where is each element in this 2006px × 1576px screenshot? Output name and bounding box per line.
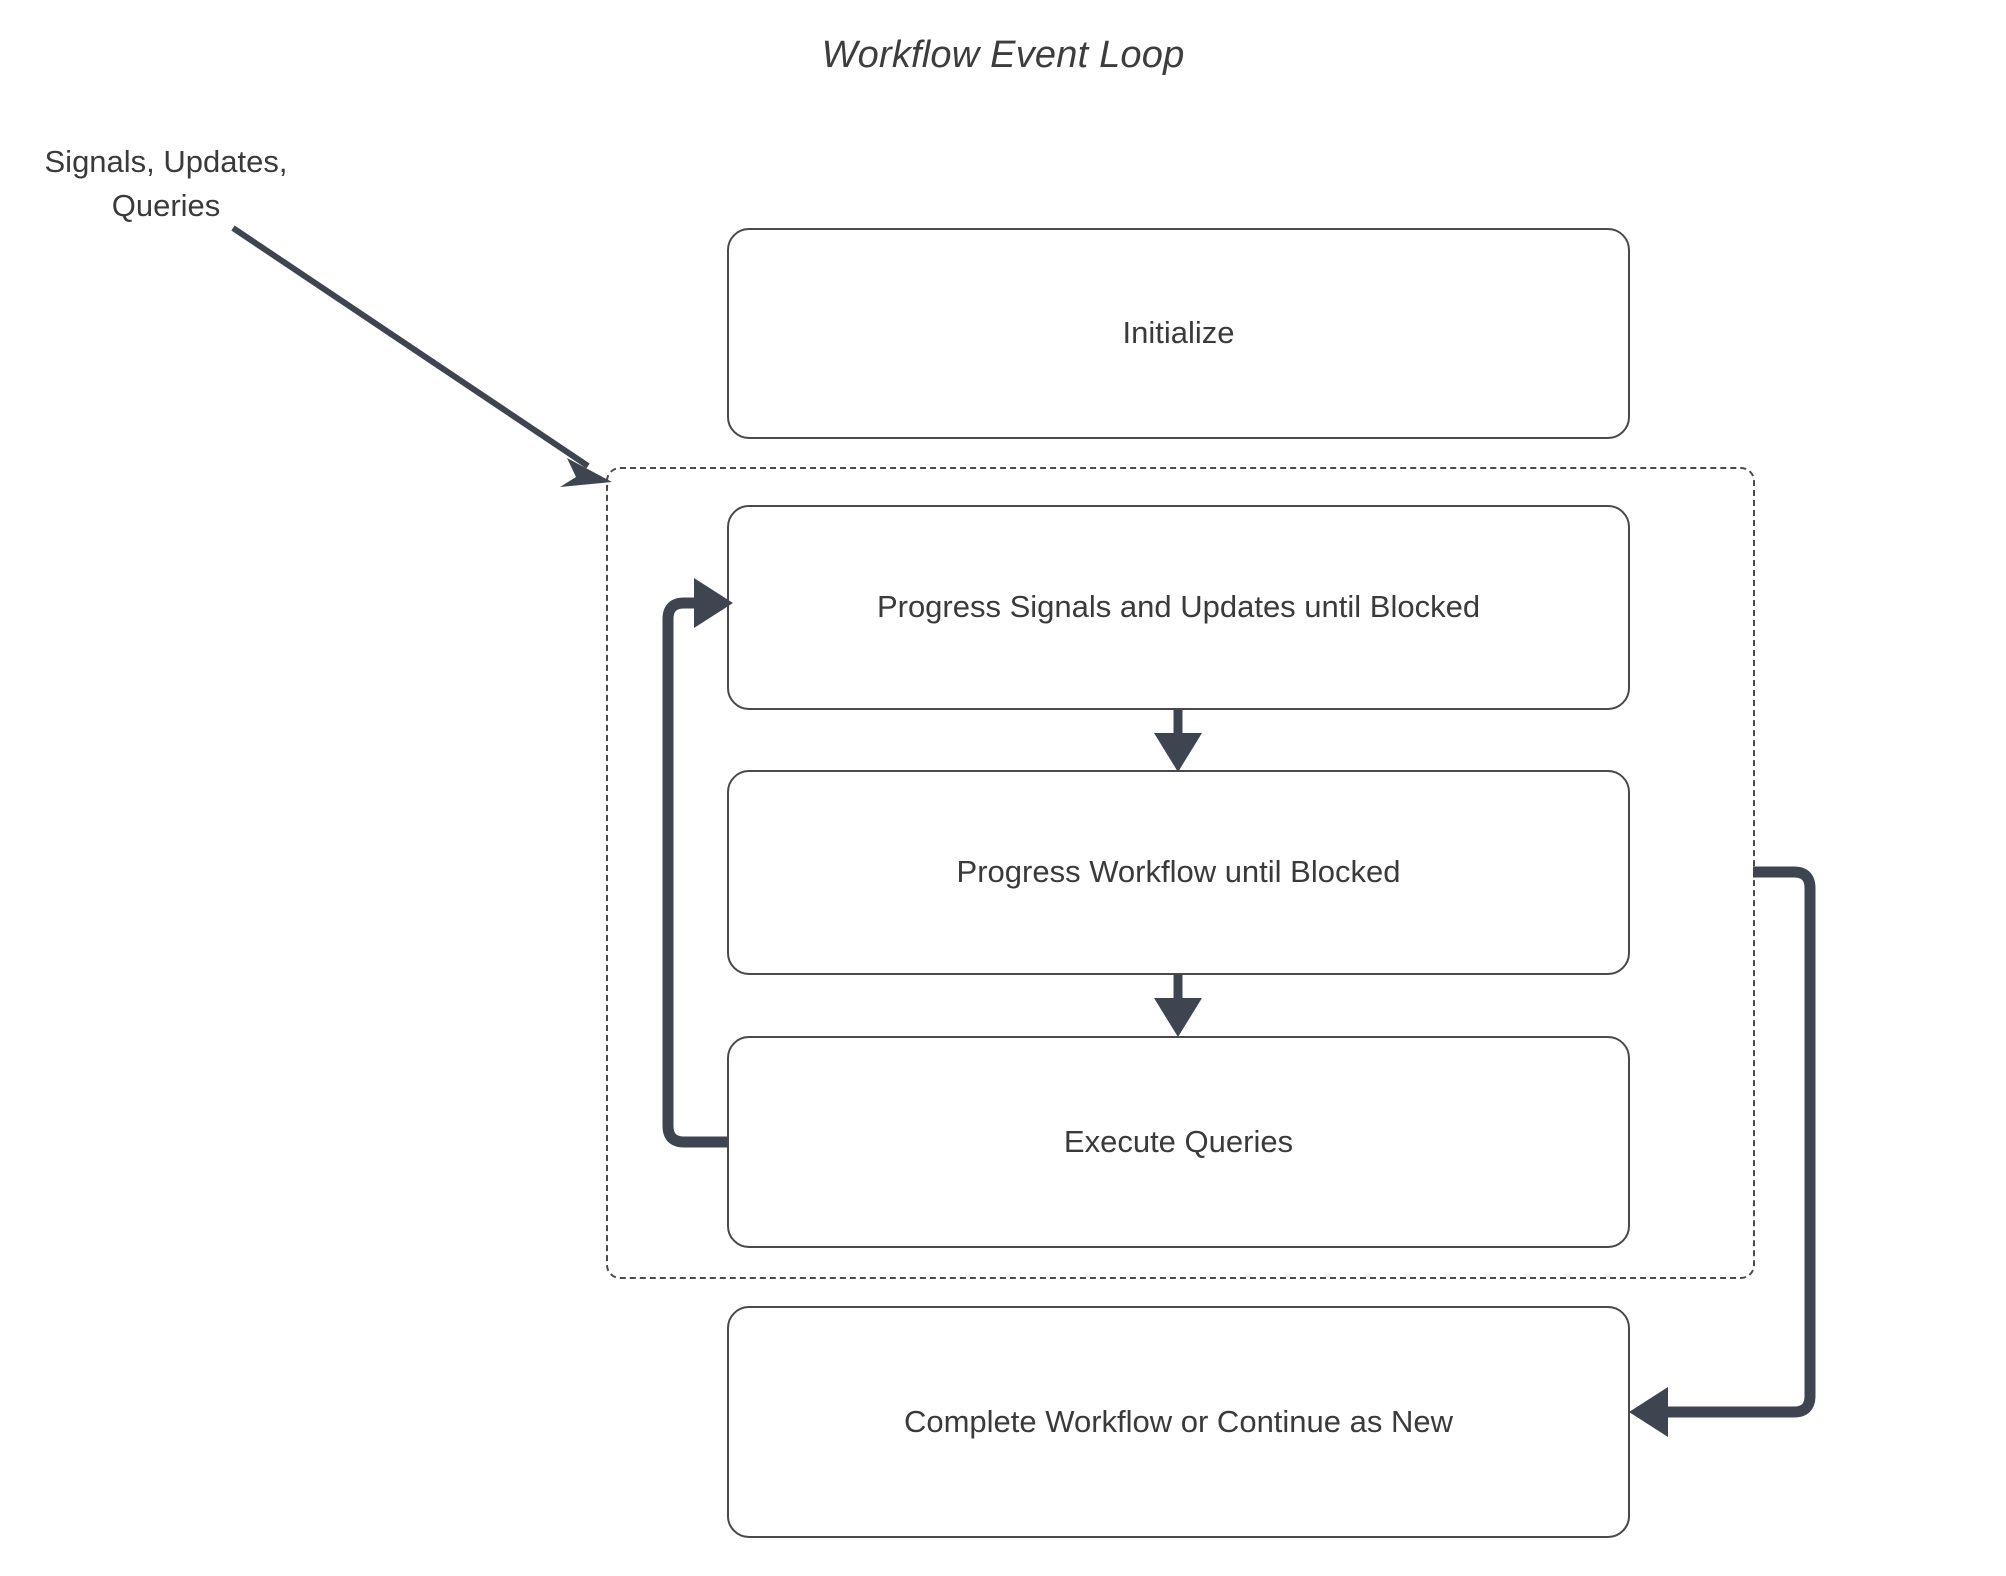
node-progress-signals-label: Progress Signals and Updates until Block… — [876, 589, 1481, 625]
external-input-label-line-1: Signals, Updates, — [44, 144, 288, 179]
inbound-signals-arrow — [231, 225, 612, 487]
external-input-label-line-2: Queries — [111, 188, 221, 223]
node-initialize[interactable]: Initialize — [727, 228, 1630, 439]
node-complete-label: Complete Workflow or Continue as New — [903, 1403, 1454, 1439]
node-progress-signals-and-updates[interactable]: Progress Signals and Updates until Block… — [727, 505, 1630, 710]
node-execute-queries-label: Execute Queries — [1063, 1123, 1294, 1159]
page-title: Workflow Event Loop — [821, 34, 1185, 76]
node-complete-workflow-or-continue-as-new[interactable]: Complete Workflow or Continue as New — [727, 1306, 1630, 1538]
external-input-label: Signals, Updates, Queries — [28, 140, 304, 228]
node-progress-workflow-label: Progress Workflow until Blocked — [956, 854, 1401, 890]
node-progress-workflow[interactable]: Progress Workflow until Blocked — [727, 770, 1630, 975]
node-initialize-label: Initialize — [1122, 315, 1235, 351]
node-execute-queries[interactable]: Execute Queries — [727, 1036, 1630, 1248]
